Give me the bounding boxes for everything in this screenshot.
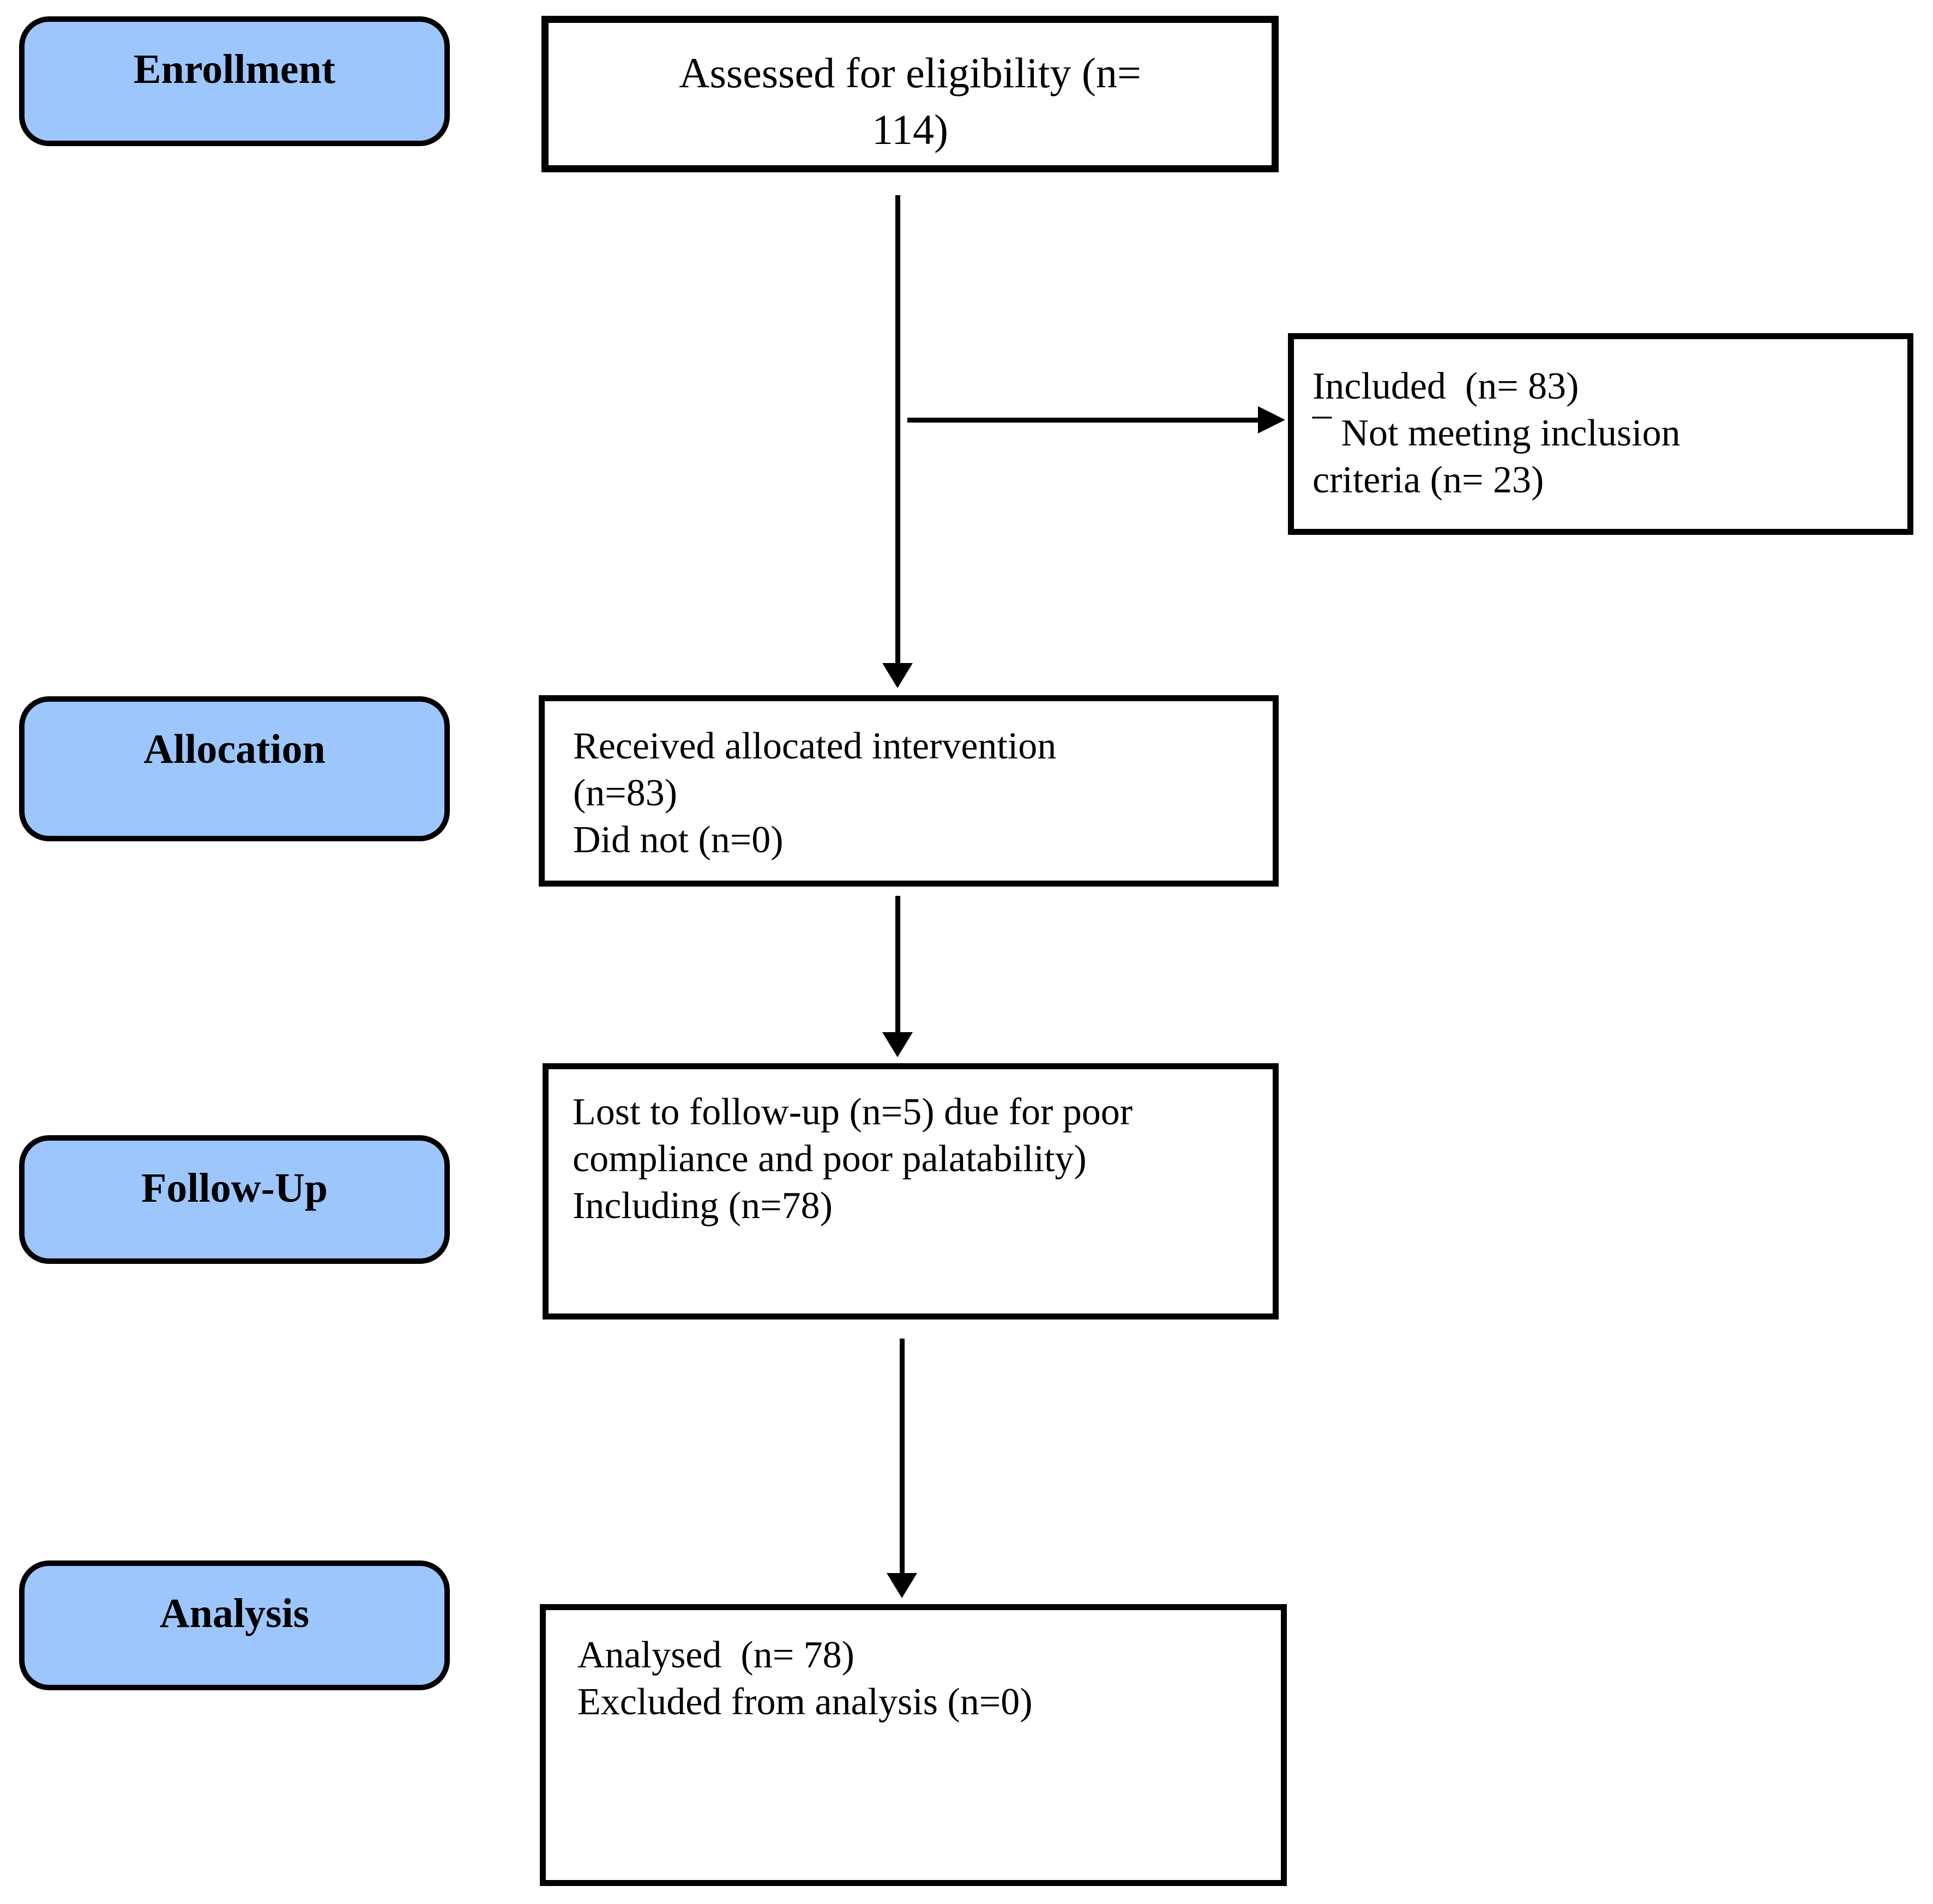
arrow-shaft-allocation-to-follow-up [895, 896, 900, 1033]
box-assessed-for-eligibility: Assessed for eligibility (n= 114) [541, 16, 1279, 172]
stage-box-allocation: Allocation [19, 696, 450, 841]
arrow-shaft-follow-up-to-analysis [900, 1339, 905, 1574]
stage-box-follow-up: Follow-Up [19, 1135, 450, 1264]
arrow-shaft-eligibility-to-allocation [895, 195, 900, 664]
stage-label-follow-up: Follow-Up [141, 1165, 328, 1211]
box-included-exclusion-criteria: Included (n= 83) ¯ Not meeting inclusion… [1288, 333, 1913, 535]
box-analysed: Analysed (n= 78) Excluded from analysis … [540, 1604, 1287, 1886]
arrowhead-down-icon [887, 1573, 917, 1598]
arrow-shaft-to-inclusion-box [907, 418, 1259, 423]
stage-label-analysis: Analysis [159, 1590, 310, 1636]
arrowhead-down-icon [882, 1032, 913, 1057]
box-received-allocated-intervention: Received allocated intervention (n=83) D… [539, 695, 1279, 887]
arrowhead-right-icon [1258, 406, 1285, 433]
box-lost-to-follow-up: Lost to follow-up (n=5) due for poor com… [543, 1063, 1279, 1319]
stage-label-enrollment: Enrollment [133, 46, 336, 92]
stage-label-allocation: Allocation [143, 726, 326, 772]
stage-box-analysis: Analysis [19, 1560, 450, 1690]
arrowhead-down-icon [882, 663, 913, 688]
stage-box-enrollment: Enrollment [19, 16, 450, 146]
